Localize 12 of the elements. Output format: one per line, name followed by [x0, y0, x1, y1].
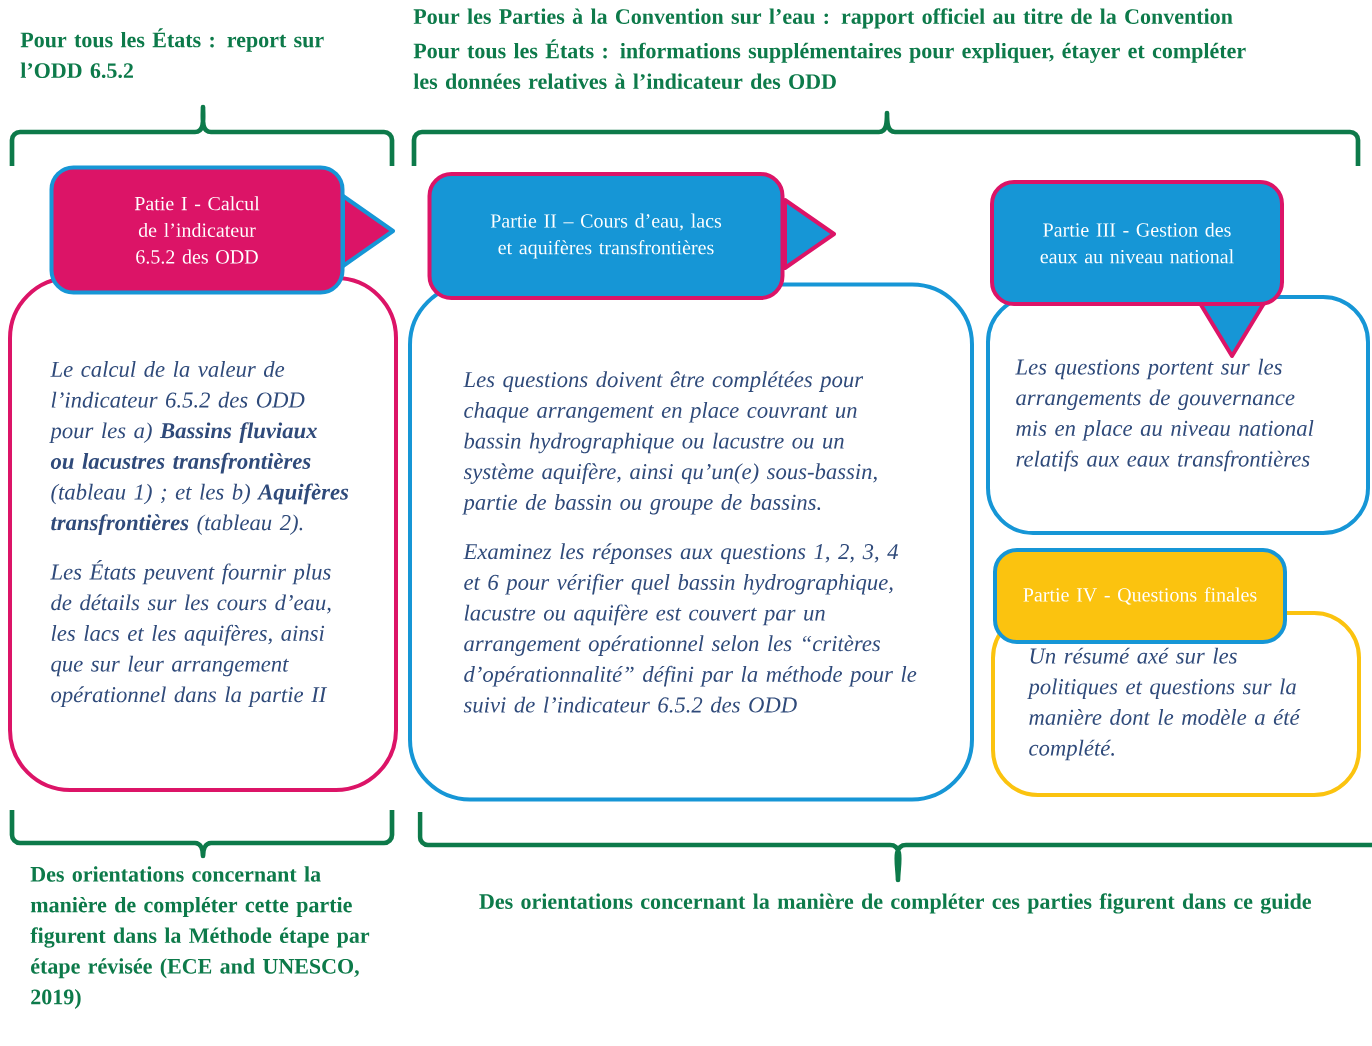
header-box: Partie III - Gestion des eaux au niveau national [990, 180, 1284, 358]
bracket-label: Pour les Parties à la Convention sur l’eau : rapport officiel au titre de la Convention [413, 8, 1233, 29]
header-box: Patie I - Calcul de l’indicateur 6.5.2 des ODD [49, 165, 395, 295]
bracket-label: Des orientations concernant la manière de compléter ces parties figurent dans ce guide [479, 893, 1312, 914]
text-panel: Le calcul de la valeur de l’indicateur 6.5.2 des ODD pour les a) Bassins fluviaux ou lacustres transfrontières (tableau 1) ; et les b) Aquifères transfrontières (tableau 2). Les États peuvent fournir plus de détails sur les cours d’eau, les lacs et les aquifères, ainsi que sur leur arrangement opérationnel dans la partie II [8, 276, 398, 792]
bracket-label: Pour tous les États : report sur l’ODD 6.5.2 [20, 28, 324, 79]
header-box: Partie IV - Questions finales [993, 548, 1287, 644]
header-box: Partie II – Cours d’eau, lacs et aquifères transfrontières [427, 172, 836, 300]
bracket-label: Pour tous les États : informations supplémentaires pour expliquer, étayer et compléter les données relatives à l’indicateur des ODD [413, 39, 1246, 90]
text-panel: Les questions portent sur les arrangements de gouvernance mis en place au niveau national relatifs aux eaux transfrontières [986, 295, 1370, 535]
bracket-label: Des orientations concernant la manière de compléter cette partie figurent dans la Méthode étape par étape révisée (ECE and UNESCO, 2019) [30, 866, 370, 1009]
text-panel: Les questions doivent être complétées pour chaque arrangement en place couvrant un bassin hydrographique ou lacustre ou un système aquifère, ainsi qu’un(e) sous-bassin, partie de bassin ou groupe de bassins. Examinez les réponses aux questions 1, 2, 3, 4 et 6 pour vérifier quel bassin hydrographique, lacustre ou aquifère est couvert par un arrangement opérationnel selon les “critères d’opérationnalité” défini par la méthode pour le suivi de l’indicateur 6.5.2 des ODD [408, 282, 974, 802]
